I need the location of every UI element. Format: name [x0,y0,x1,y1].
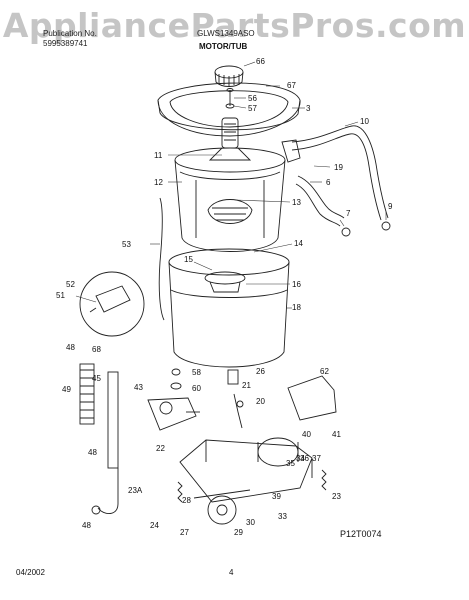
clamp-part [381,221,391,231]
callout-23: 23 [332,492,341,501]
callout-48: 48 [66,343,75,352]
callout-28: 28 [182,496,191,505]
callout-14: 14 [294,239,303,248]
pulley-part [193,489,251,525]
callout-34: 34 [296,454,305,463]
callout-35: 35 [286,459,295,468]
tub-ring-part [157,82,301,137]
screw-part [225,88,235,109]
callout-13: 13 [292,198,301,207]
callout-56: 56 [248,94,257,103]
agitator-part [208,117,252,161]
callout-67: 67 [287,81,296,90]
callout-40: 40 [302,430,311,439]
drain-hose-part [295,175,351,237]
callout-19: 19 [334,163,343,172]
callout-41: 41 [332,430,341,439]
callout-48: 48 [82,521,91,530]
dispenser-cap-part [214,65,244,87]
callout-36: 36 [300,454,309,463]
motor-base-part [179,437,313,503]
section-title: MOTOR/TUB [199,42,248,51]
callout-21: 21 [242,381,251,390]
callout-62: 62 [320,367,329,376]
inlet-hose-part [79,363,119,515]
drawing-code: P12T0074 [340,529,382,539]
callout-24: 24 [150,521,159,530]
callout-37: 37 [312,454,321,463]
callout-20: 20 [256,397,265,406]
outer-tub-part [168,248,290,368]
model-number: GLWS1349ASO [197,29,255,38]
callout-49: 49 [62,385,71,394]
callout-29: 29 [234,528,243,537]
hose-part [281,125,389,221]
callout-45: 45 [92,374,101,383]
leader-lines [75,61,387,309]
callout-57: 57 [248,104,257,113]
tub-seal-part [204,271,246,293]
spring-part [321,469,327,491]
callout-60: 60 [192,384,201,393]
motor-cover-part [287,375,337,421]
callout-66: 66 [256,57,265,66]
footer-page: 4 [229,568,234,577]
callout-48: 48 [88,448,97,457]
callout-10: 10 [360,117,369,126]
callout-22: 22 [156,444,165,453]
spring-part [177,481,183,503]
bracket-part [79,271,145,337]
callout-58: 58 [192,368,201,377]
rod-part [158,197,165,321]
callout-15: 15 [184,255,193,264]
callout-16: 16 [292,280,301,289]
callout-11: 11 [154,151,163,160]
water-valve-part [147,397,200,431]
callout-27: 27 [180,528,189,537]
callout-9: 9 [388,202,393,211]
callout-52: 52 [66,280,75,289]
watermark: AppliancePartsPros.com [2,6,467,45]
small-hardware-part [170,368,244,429]
callout-3: 3 [306,104,311,113]
footer-date: 04/2002 [16,568,45,577]
callout-30: 30 [246,518,255,527]
callout-6: 6 [326,178,331,187]
publication-number: 5995389741 [43,39,88,48]
callout-33: 33 [278,512,287,521]
callout-51: 51 [56,291,65,300]
callout-68: 68 [92,345,101,354]
callout-7: 7 [346,209,351,218]
callout-39: 39 [272,492,281,501]
callout-26: 26 [256,367,265,376]
callout-53: 53 [122,240,131,249]
callout-23A: 23A [128,486,143,495]
callout-12: 12 [154,178,163,187]
callout-43: 43 [134,383,143,392]
callout-18: 18 [292,303,301,312]
inner-basket-part [174,147,286,252]
publication-label: Publication No. [43,29,97,38]
